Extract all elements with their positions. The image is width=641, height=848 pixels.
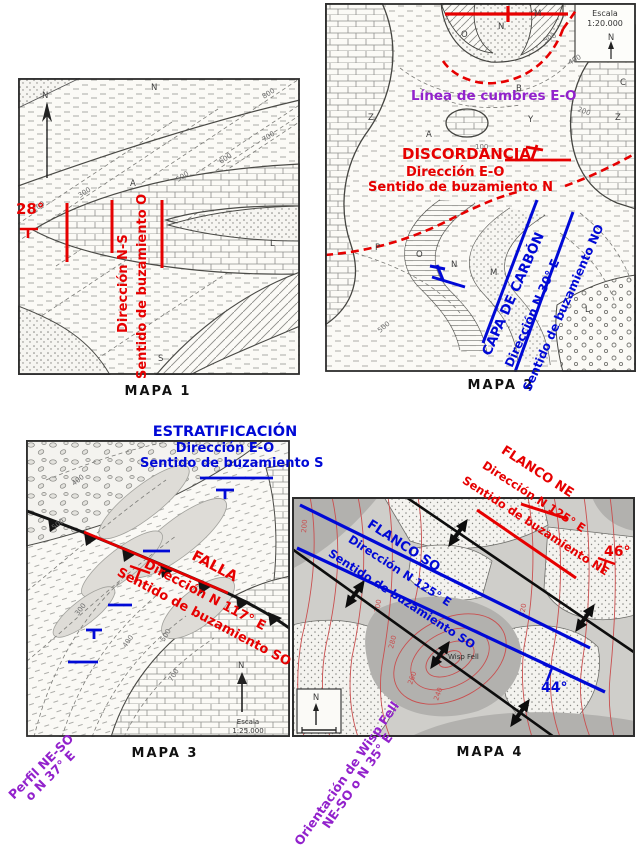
svg-text:Z: Z: [615, 113, 621, 123]
map1-sandstone-wedge: [166, 205, 300, 242]
map4-axis-arrows: [345, 518, 595, 728]
map2-limestone-west: [325, 3, 394, 326]
map3-estrat-title: ESTRATIFICACIÓN: [152, 424, 298, 440]
map2-limestone-outlier: [445, 108, 489, 138]
svg-text:Y: Y: [527, 115, 534, 125]
svg-text:N: N: [451, 260, 457, 270]
map1-dip-angle: 28°: [16, 200, 45, 218]
svg-text:1:20.000: 1:20.000: [587, 19, 623, 28]
svg-text:320: 320: [518, 603, 528, 618]
map1-dip-sense-label: Sentido de buzamiento O: [135, 193, 150, 379]
svg-text:N: N: [151, 83, 157, 93]
map3-strike-symbols: [68, 476, 273, 664]
map2-discordancia-symbol: [505, 144, 571, 162]
map1-dip-symbol: [19, 227, 38, 238]
map1-limestone-lens: [31, 163, 300, 275]
map2-cumbres-label: Línea de cumbres E-O: [411, 88, 577, 104]
map2-summit-line: [445, 6, 568, 22]
map2-hatched-band: [404, 200, 487, 355]
svg-text:O: O: [461, 30, 468, 40]
map4-hill-label: Wisp Fell: [448, 653, 479, 661]
map2-frame: [325, 3, 636, 372]
map4-dip-so-value: 44°: [541, 680, 568, 696]
svg-text:M: M: [490, 268, 497, 278]
map2-discordancia-line1: Dirección E-O: [406, 165, 505, 180]
svg-text:Escala: Escala: [592, 9, 618, 18]
map2-contour-dashed: [354, 40, 632, 314]
map3-estrat-line1: Dirección E-O: [175, 441, 275, 456]
map3-frame: [26, 440, 290, 737]
map3-caption: MAPA 3: [131, 746, 199, 761]
map4-north-box: N: [296, 688, 342, 734]
map2-dotted-band: [469, 208, 550, 365]
map1-unit-letters: N A L S: [130, 83, 275, 364]
map3-falla-dip-symbol: [129, 564, 151, 583]
svg-text:A: A: [426, 130, 432, 140]
svg-text:280: 280: [387, 635, 398, 650]
svg-text:C: C: [620, 78, 626, 88]
map2-discordancia-line2: Sentido de buzamiento N: [368, 180, 554, 195]
map2-discordancia-dashed-line: [325, 8, 636, 257]
svg-text:O: O: [416, 250, 423, 260]
svg-text:N: N: [313, 693, 319, 703]
svg-text:300: 300: [373, 599, 383, 614]
map1-canvas: N 200 300 500 600 700 800 N A L S: [18, 78, 300, 375]
map3-north-arrow: N Escala 1:25.000: [232, 661, 263, 735]
map2-unit-letters: M N O B Z Y Z A C P O N M L: [368, 9, 626, 315]
svg-text:L: L: [270, 239, 275, 249]
map2-coal-strike-lines: [429, 199, 575, 372]
map3-estrat-line2: Sentido de buzamiento S: [140, 456, 324, 471]
map1-north-arrow: N: [42, 91, 52, 178]
map3-canvas: N Escala 1:25.000 400 500 300 400 500 70…: [26, 440, 290, 737]
svg-text:N: N: [608, 33, 614, 43]
map4-caption: MAPA 4: [456, 745, 524, 760]
svg-text:Escala: Escala: [237, 718, 259, 726]
map3-profile-note-line2: o N 37° E: [22, 747, 79, 804]
map3-contour-dashed: [26, 441, 215, 737]
svg-text:N: N: [42, 91, 48, 101]
svg-text:N: N: [498, 22, 504, 32]
map4-frame: [292, 497, 635, 737]
svg-text:P: P: [375, 243, 380, 253]
map4-dip-symbol-so: [542, 662, 563, 682]
map3-fault-line: [26, 509, 290, 631]
map1-strike-lines: [65, 200, 164, 268]
svg-text:Z: Z: [368, 113, 374, 123]
map1-caption: MAPA 1: [124, 384, 192, 399]
svg-text:N: N: [238, 661, 244, 671]
svg-text:100: 100: [475, 143, 488, 151]
map2-scale-box: Escala 1:20.000 N: [574, 3, 636, 63]
svg-text:200: 200: [300, 519, 309, 533]
svg-text:B: B: [516, 84, 522, 94]
map4-dip-ne-value: 46°: [604, 544, 631, 560]
map4-dip-symbol-ne: [597, 556, 616, 574]
map1-direction-label: Dirección N-S: [116, 234, 131, 333]
svg-text:1:25.000: 1:25.000: [232, 727, 263, 735]
map1-hatched-band: [155, 271, 300, 375]
map2-circles-unit: [555, 274, 636, 372]
map4-canvas: 240 260 280 300 320 200: [292, 497, 635, 737]
svg-text:S: S: [158, 354, 163, 364]
map4-red-contours: [297, 497, 616, 737]
map1-sandstone-sw: [18, 305, 111, 375]
svg-text:A: A: [130, 179, 136, 189]
map3-drumlin-lobes: [52, 464, 235, 639]
map2-canvas: Escala 1:20.000 N M: [325, 3, 636, 372]
map2-hatch-sliver-right: [519, 3, 564, 56]
map1-dotted-corner: [18, 78, 81, 109]
map3-limestone-east: [265, 463, 290, 581]
map2-caption: MAPA 2: [467, 378, 535, 393]
map2-discordancia-title: DISCORDANCIA: [402, 145, 531, 163]
map1-upper-boundary: [18, 99, 300, 187]
svg-text:M: M: [534, 9, 541, 19]
map1-frame: [18, 78, 300, 375]
svg-text:L: L: [585, 305, 590, 315]
